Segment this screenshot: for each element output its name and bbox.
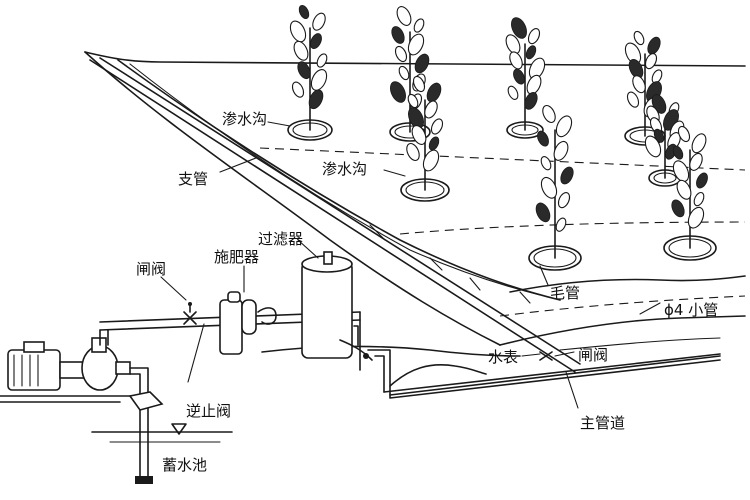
tree-leaf xyxy=(413,18,425,33)
labels: 渗水沟 渗水沟 支管 过滤器 施肥器 闸阀 毛管 ϕ4 小管 水表 闸阀 逆止阀… xyxy=(136,110,718,474)
label-small-tube: ϕ4 小管 xyxy=(664,301,718,319)
tree-leaf xyxy=(555,115,573,138)
tree-leaf xyxy=(308,89,324,110)
label-seep-ditch-1: 渗水沟 xyxy=(222,110,267,128)
tree-leaf xyxy=(391,26,405,44)
tree-leaf xyxy=(696,172,708,189)
tree-leaf xyxy=(689,152,703,171)
label-fertilizer-tank: 施肥器 xyxy=(214,248,259,266)
tree xyxy=(287,5,333,141)
filter xyxy=(301,251,373,361)
tree-leaf xyxy=(527,28,541,45)
tree-leaf xyxy=(396,6,412,26)
check-valve xyxy=(128,391,164,411)
tree-leaf xyxy=(316,53,328,68)
tree-leaf xyxy=(525,45,537,60)
tree-leaf xyxy=(632,75,646,94)
tree-leaf xyxy=(535,202,551,223)
tree-leaf xyxy=(540,156,552,171)
tree-leaf xyxy=(422,149,440,172)
tree-leaf xyxy=(540,176,558,199)
tree-leaf xyxy=(298,5,310,19)
tree-leaf xyxy=(691,133,707,154)
tree-leaf xyxy=(414,53,430,74)
intake-pipe xyxy=(129,367,153,484)
pump-motor xyxy=(0,337,141,403)
tree-leaf xyxy=(407,93,419,109)
label-water-meter: 水表 xyxy=(488,348,518,366)
tree-leaf xyxy=(428,136,440,151)
tree-leaf xyxy=(509,51,523,70)
tree-leaf xyxy=(297,61,311,80)
tree-leaf xyxy=(394,45,408,63)
tree xyxy=(528,104,582,271)
main-pipe xyxy=(99,311,721,399)
tree-leaf xyxy=(647,36,661,55)
tree-leaf xyxy=(291,81,305,98)
tree-leaf xyxy=(412,75,426,93)
branch-pipe xyxy=(89,57,581,373)
label-capillary-tube: 毛管 xyxy=(550,284,580,302)
tree-leaf xyxy=(513,68,525,85)
tree-leaf xyxy=(289,20,307,43)
tree-leaf xyxy=(411,125,427,145)
gate-valve-right xyxy=(539,351,553,361)
label-branch-pipe: 支管 xyxy=(178,170,208,188)
tree-leaf xyxy=(310,68,328,91)
label-gate-valve-left: 闸阀 xyxy=(136,260,166,278)
tree-leaf xyxy=(644,53,658,70)
tree xyxy=(505,17,546,139)
tree-leaf xyxy=(537,130,549,147)
reservoir xyxy=(91,423,233,443)
tree-leaf xyxy=(555,217,567,232)
tree xyxy=(644,94,685,187)
tree-leaf xyxy=(524,92,538,110)
tree-leaf xyxy=(398,65,410,81)
gate-valve-left xyxy=(183,302,197,325)
tree-leaf xyxy=(406,142,420,162)
tree-leaf xyxy=(511,17,527,39)
tree-leaf xyxy=(644,135,662,158)
tree-leaf xyxy=(407,33,425,56)
leader-lines xyxy=(160,121,661,409)
tree-leaf xyxy=(676,179,692,200)
tree-leaf xyxy=(553,140,569,161)
tree-leaf xyxy=(390,81,406,103)
tree-leaf xyxy=(312,12,326,31)
tree xyxy=(663,125,717,261)
field-surface xyxy=(84,51,746,396)
tree-leaf xyxy=(293,40,309,61)
tree-leaf xyxy=(671,199,685,218)
tree-leaf xyxy=(672,145,684,160)
tree-leaf xyxy=(633,30,645,46)
label-gate-valve-right: 闸阀 xyxy=(578,346,608,364)
tree-leaf xyxy=(426,82,442,103)
riser-pipe xyxy=(99,329,109,346)
tree-leaf xyxy=(430,118,444,135)
label-reservoir: 蓄水池 xyxy=(162,456,207,474)
tree-leaf xyxy=(424,100,438,119)
label-check-valve: 逆止阀 xyxy=(186,402,231,420)
tree-leaf xyxy=(557,192,571,209)
label-main-pipe: 主管道 xyxy=(580,414,625,432)
tree-leaf xyxy=(677,125,691,143)
fertilizer-tank xyxy=(219,291,277,355)
label-filter: 过滤器 xyxy=(258,230,303,248)
tree-leaf xyxy=(693,191,705,207)
tree-leaf xyxy=(507,85,519,100)
tree-leaf xyxy=(672,160,690,183)
trees xyxy=(287,5,717,271)
label-seep-ditch-2: 渗水沟 xyxy=(322,160,367,178)
tree xyxy=(400,75,450,202)
tree-leaf xyxy=(560,166,574,185)
tree-leaf xyxy=(310,33,322,50)
tree-leaf xyxy=(687,206,705,229)
tree-leaf xyxy=(542,104,556,124)
tree-leaf xyxy=(626,91,640,108)
